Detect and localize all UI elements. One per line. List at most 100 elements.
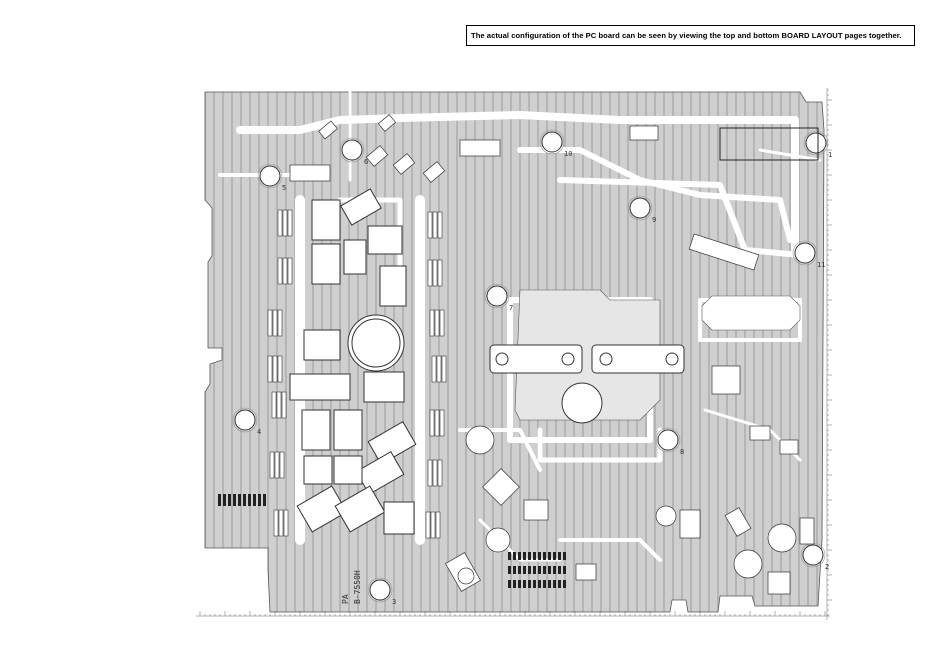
resistor [283,258,287,284]
resistor [438,260,442,286]
ic-pin [523,552,526,560]
resistor [288,258,292,284]
ic-pin [528,566,531,574]
resistor [430,410,434,436]
ic-pin [513,566,516,574]
mount-label: 6 [364,158,368,166]
resistor [428,260,432,286]
ic-pin [513,552,516,560]
ic-pin [248,494,251,506]
mounting-hole [235,410,255,430]
ic-pin [528,552,531,560]
resistor [428,212,432,238]
ic-pin [533,552,536,560]
mount-label: 5 [282,184,286,192]
mounting-hole [260,166,280,186]
ic-pin [233,494,236,506]
resistor [275,452,279,478]
ic-pin [563,552,566,560]
resistor [433,260,437,286]
resistor [431,512,435,538]
resistor [438,212,442,238]
ic-pin [548,580,551,588]
resistor [278,210,282,236]
ic-pin [558,580,561,588]
resistor [435,310,439,336]
mounting-hole [370,580,390,600]
ic-pin [558,566,561,574]
ic-pin [218,494,221,506]
ic-pin [523,580,526,588]
resistor [268,356,272,382]
resistor [268,310,272,336]
mount-label: 7 [509,304,513,312]
ic-pin [553,552,556,560]
ic-pin [538,566,541,574]
ic-pin [258,494,261,506]
ruler-ticks-right [827,90,832,615]
resistor [436,512,440,538]
mount-label: 2 [825,563,829,571]
resistor [273,356,277,382]
mount-label: 1 [828,151,832,159]
resistor [278,258,282,284]
mount-label: 3 [392,598,396,606]
ic-pin [243,494,246,506]
ic-pin [533,580,536,588]
ic-pin [508,552,511,560]
resistor [426,512,430,538]
board-part-number: B-7550H [353,570,362,604]
resistor [274,510,278,536]
mount-label: 8 [680,448,684,456]
ic-pin [543,580,546,588]
ic-pin [238,494,241,506]
resistor [280,452,284,478]
mounting-hole [803,545,823,565]
ic-pin [523,566,526,574]
resistor [270,452,274,478]
resistor [440,410,444,436]
ic-pin [223,494,226,506]
ic-pin [548,566,551,574]
resistor [433,460,437,486]
mounting-hole [658,430,678,450]
mount-label: 4 [257,428,261,436]
resistor [277,392,281,418]
ic-pin [543,566,546,574]
resistor [440,310,444,336]
mounting-hole [806,133,826,153]
ic-pin [508,566,511,574]
ic-pin [548,552,551,560]
mounting-hole [542,132,562,152]
resistor [430,310,434,336]
resistor [284,510,288,536]
mounting-hole [342,140,362,160]
mount-label: 9 [652,216,656,224]
mounting-hole [487,286,507,306]
mount-label: 10 [564,150,572,158]
ic-pin [563,566,566,574]
mounting-hole [795,243,815,263]
ic-pin [518,552,521,560]
ic-pin [518,566,521,574]
resistor [282,392,286,418]
resistor [272,392,276,418]
ic-pin [538,552,541,560]
resistor [437,356,441,382]
resistor [288,210,292,236]
ic-pin [553,580,556,588]
ic-pin [543,552,546,560]
ic-pin [558,552,561,560]
ic-pin [533,566,536,574]
ic-pin [508,580,511,588]
board-silkscreen-pa: PA [341,594,350,604]
resistor [432,356,436,382]
resistor [442,356,446,382]
ic-pin [518,580,521,588]
resistor [438,460,442,486]
ic-pin [263,494,266,506]
resistor [433,212,437,238]
mounting-hole [630,198,650,218]
ic-pin [513,580,516,588]
